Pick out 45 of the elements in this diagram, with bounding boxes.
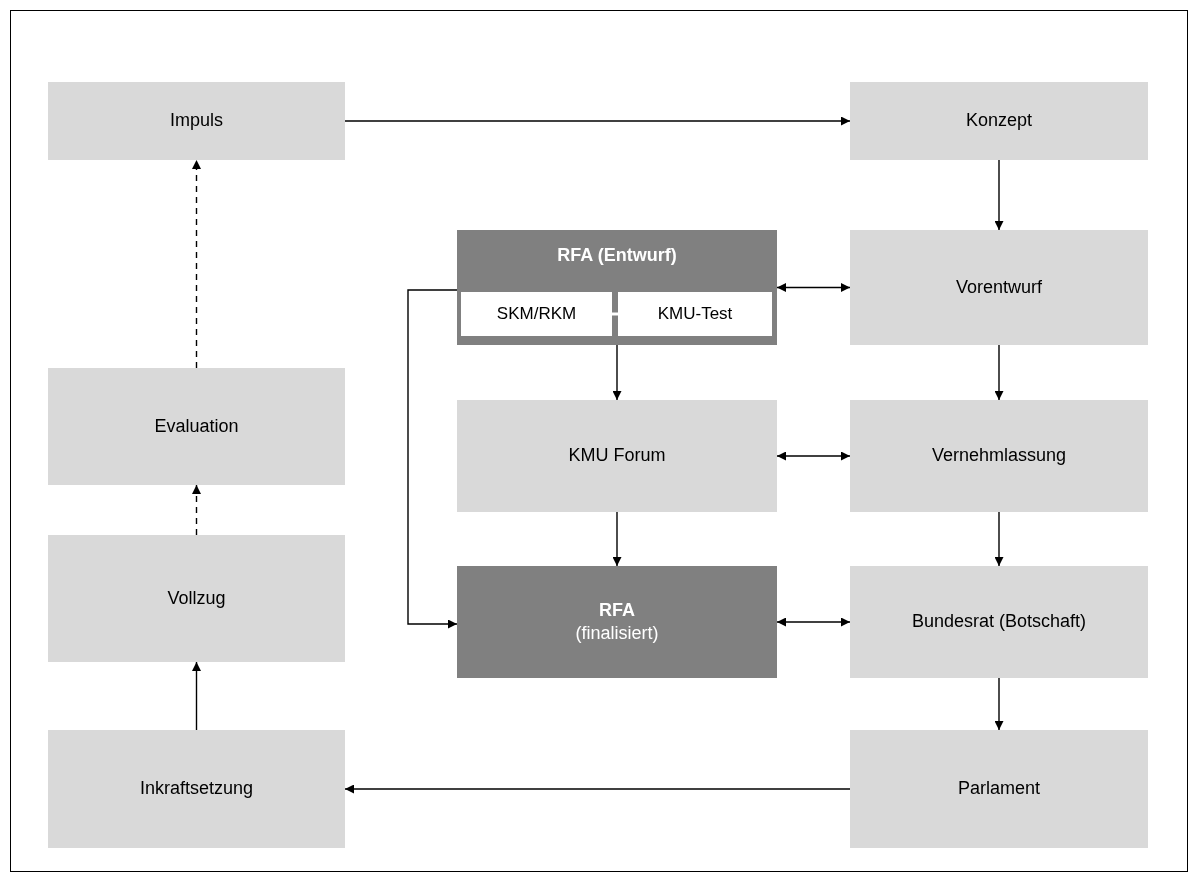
box-title: RFA bbox=[599, 598, 635, 622]
highlight-box bbox=[457, 230, 777, 345]
arrow bbox=[344, 116, 851, 126]
box-label: Parlament bbox=[957, 777, 1040, 801]
double-arrow bbox=[776, 617, 851, 627]
box-title: RFA (Entwurf) bbox=[557, 244, 677, 267]
process-box bbox=[618, 292, 772, 336]
process-box bbox=[850, 566, 1148, 678]
double-arrow bbox=[776, 283, 851, 292]
box-label: Vorentwurf bbox=[955, 275, 1042, 299]
box-label: Evaluation bbox=[154, 414, 239, 438]
arrow bbox=[612, 511, 622, 567]
process-box bbox=[850, 400, 1148, 512]
box-label: Impuls bbox=[170, 109, 223, 133]
process-box bbox=[48, 368, 345, 485]
double-arrow bbox=[776, 451, 851, 461]
process-box bbox=[48, 82, 345, 160]
box-label: SKM/RKM bbox=[496, 302, 577, 325]
process-box bbox=[48, 535, 345, 662]
arrow bbox=[994, 677, 1004, 731]
process-box bbox=[850, 730, 1148, 848]
box-label: KMU Forum bbox=[568, 444, 666, 468]
box-label: Vollzug bbox=[167, 586, 226, 610]
arrow bbox=[192, 661, 201, 731]
arrow bbox=[192, 159, 201, 369]
process-box bbox=[461, 292, 612, 336]
arrow bbox=[192, 484, 201, 536]
box-label: Bundesrat (Botschaft) bbox=[911, 610, 1087, 634]
box-subtitle: (finalisiert) bbox=[575, 622, 659, 645]
box-label: Inkraftsetzung bbox=[139, 777, 254, 801]
connector-line bbox=[612, 312, 618, 316]
arrow bbox=[407, 289, 458, 629]
arrow bbox=[994, 511, 1004, 567]
box-label: Vernehmlassung bbox=[931, 444, 1067, 468]
process-box bbox=[850, 82, 1148, 160]
highlight-box bbox=[457, 566, 777, 678]
process-box bbox=[457, 400, 777, 512]
arrow bbox=[994, 159, 1004, 231]
arrow bbox=[994, 344, 1004, 401]
process-box bbox=[850, 230, 1148, 345]
box-label: KMU-Test bbox=[657, 302, 733, 325]
box-label: Konzept bbox=[965, 109, 1033, 133]
process-box bbox=[48, 730, 345, 848]
arrow bbox=[612, 344, 622, 401]
arrow bbox=[344, 784, 851, 794]
